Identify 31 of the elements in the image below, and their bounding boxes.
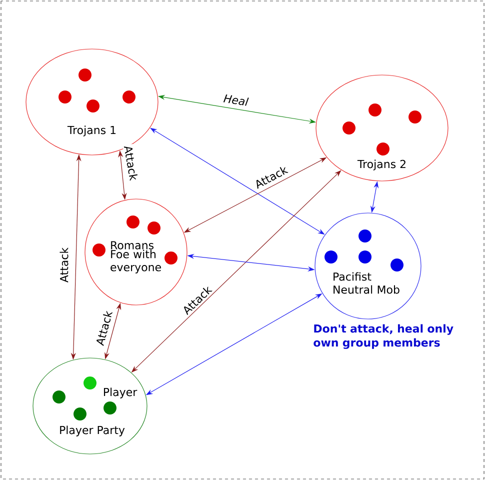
dot <box>104 402 116 414</box>
dot <box>86 100 100 112</box>
dot <box>92 244 106 256</box>
dot <box>390 258 404 272</box>
dot-label: Player <box>104 388 138 398</box>
dot <box>122 90 136 104</box>
dot <box>358 250 372 264</box>
dot <box>52 390 66 404</box>
dot <box>358 230 372 242</box>
dot <box>368 104 382 116</box>
dot <box>164 252 178 264</box>
edge-label: Attack <box>122 144 140 182</box>
dot <box>58 90 72 104</box>
edge-label: Heal <box>222 92 250 108</box>
dot <box>408 110 422 124</box>
group-label: Trojans 1 <box>67 126 116 136</box>
dot <box>78 68 92 82</box>
dot <box>324 250 338 264</box>
dot <box>342 122 356 134</box>
note-text: Don't attack, heal only own group members <box>314 324 454 349</box>
group-label: Player Party <box>60 426 125 436</box>
group-label: Romans <box>111 241 154 250</box>
dot <box>126 216 140 228</box>
dot <box>376 142 390 156</box>
group-label: Pacifist Neutral Mob <box>334 272 400 294</box>
dot <box>148 222 160 234</box>
group-label: Foe with everyone <box>110 250 161 274</box>
edge-label: Attack <box>94 308 114 348</box>
dot <box>74 408 86 420</box>
group-label: Trojans 2 <box>357 160 406 170</box>
edge-label: Attack <box>58 246 70 284</box>
